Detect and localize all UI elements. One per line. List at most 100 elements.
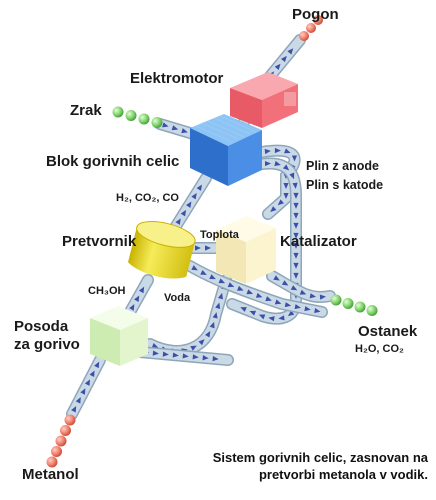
flow-arrow — [283, 192, 289, 199]
bead — [112, 106, 124, 118]
beads-metanol — [46, 414, 76, 468]
converter-cylinder — [128, 221, 196, 279]
flow-arrow — [218, 278, 226, 284]
flow-arrow — [240, 307, 247, 312]
flow-arrow — [192, 354, 199, 360]
flow-arrow — [215, 302, 221, 310]
label-tank-line1: Posoda — [14, 318, 69, 335]
flow-arrow — [290, 285, 298, 291]
bead — [342, 298, 354, 309]
pipe-tank-to-conv — [124, 274, 154, 318]
bead — [138, 113, 150, 125]
label-catalyst: Katalizator — [280, 233, 357, 250]
bead — [151, 117, 163, 128]
flow-arrow — [274, 160, 281, 166]
flow-arrow — [84, 379, 90, 386]
flow-arrow — [255, 292, 263, 298]
label-water: Voda — [164, 292, 191, 304]
bead — [60, 425, 71, 436]
flow-arrow — [191, 265, 198, 271]
flow-arrow — [71, 406, 77, 413]
flow-arrow — [129, 304, 135, 311]
flow-arrow — [274, 63, 281, 70]
caption-line-1: Sistem gorivnih celic, zasnovan na — [212, 450, 428, 465]
beads-pogon — [299, 15, 323, 41]
flow-arrow — [198, 339, 205, 346]
flow-arrow — [264, 148, 271, 155]
flow-arrow — [172, 352, 179, 358]
bead — [55, 435, 67, 447]
bead — [306, 23, 316, 33]
flow-arrow — [75, 397, 81, 404]
flow-arrow — [162, 122, 169, 128]
flow-arrow — [284, 302, 292, 308]
flow-arrow — [217, 292, 223, 300]
bead — [46, 456, 58, 468]
pipe-heat — [186, 242, 222, 254]
flow-arrow — [284, 148, 291, 154]
bead — [51, 446, 62, 457]
bead — [366, 305, 378, 316]
pipe-cat-to-residue — [266, 270, 336, 303]
flow-arrow — [212, 356, 219, 362]
flow-arrow — [237, 285, 244, 291]
label-metanol: Metanol — [22, 466, 79, 483]
flow-arrow — [191, 192, 197, 200]
flow-arrow — [152, 350, 159, 356]
flow-arrow — [293, 202, 299, 209]
flow-arrow — [270, 206, 277, 212]
bead — [64, 414, 76, 426]
catalyst-box — [216, 216, 276, 284]
fuel-cell-block — [190, 114, 262, 186]
pipe-metanol-in — [66, 354, 106, 420]
flow-arrow — [264, 160, 271, 167]
label-converter: Pretvornik — [62, 233, 137, 250]
label-residue: Ostanek — [358, 323, 418, 340]
flow-arrow — [293, 262, 299, 269]
flow-arrow — [280, 55, 287, 63]
pipe-tank-bottom — [134, 346, 234, 366]
flow-arrow — [294, 304, 301, 310]
flow-arrow — [265, 296, 272, 302]
flow-arrow — [283, 183, 289, 189]
beads-zrak — [112, 106, 163, 128]
pipe-conv-to-cat — [184, 260, 328, 318]
flow-arrow — [196, 184, 202, 191]
flow-arrow — [309, 293, 317, 299]
flow-arrow — [293, 222, 299, 229]
flow-arrow — [205, 245, 211, 251]
flow-arrow — [304, 306, 311, 312]
bead — [354, 301, 366, 313]
flow-arrow — [182, 353, 189, 359]
flow-arrow — [134, 295, 140, 302]
label-heat: Toplota — [200, 229, 239, 241]
label-pogon: Pogon — [292, 6, 339, 23]
flow-arrow — [89, 370, 95, 378]
pipes — [66, 34, 336, 420]
label-ch3oh: CH₃OH — [88, 285, 126, 297]
flow-arrow — [282, 164, 290, 171]
flow-arrow — [227, 282, 235, 288]
flow-arrow — [292, 182, 298, 189]
label-anode-gas: Plin z anode — [306, 159, 379, 173]
flow-arrow — [319, 294, 326, 300]
flow-arrow — [293, 242, 299, 249]
flow-arrow — [291, 155, 298, 162]
motor-shaft-block — [284, 92, 296, 106]
label-h2o-co2: H₂O, CO₂ — [355, 343, 404, 355]
bead — [313, 15, 323, 25]
electric-motor — [230, 72, 298, 128]
flow-arrow — [287, 48, 294, 55]
flow-arrow — [293, 192, 299, 199]
bead-chains — [46, 15, 378, 468]
flow-arrow — [190, 345, 197, 351]
label-zrak: Zrak — [70, 102, 102, 119]
flow-arrow — [181, 128, 188, 134]
flow-arrow — [246, 289, 254, 295]
flow-arrow — [209, 274, 216, 280]
label-tank-line2: za gorivo — [14, 336, 80, 353]
caption-line-2: pretvorbi metanola v vodik. — [258, 467, 428, 482]
bead — [299, 31, 309, 41]
flow-arrow — [212, 312, 218, 319]
